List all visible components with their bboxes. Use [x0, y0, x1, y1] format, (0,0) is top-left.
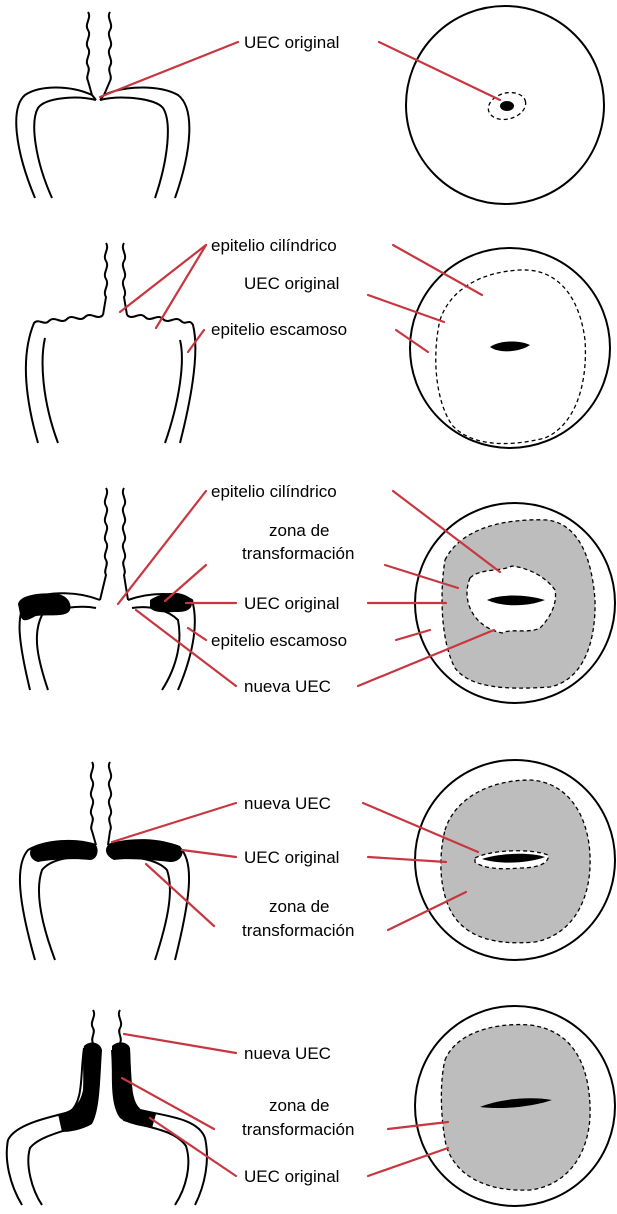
label-zona-de: zona de [269, 521, 330, 540]
panel-2: epitelio cilíndrico UEC original epiteli… [26, 236, 610, 448]
external-os [490, 341, 530, 351]
leader-line [112, 803, 236, 842]
label-transformacion: transformación [242, 544, 354, 563]
metaplastic-epithelium [106, 840, 182, 862]
label-uec-original: UEC original [244, 594, 339, 613]
leader-line [368, 295, 444, 322]
cervix-section-1 [16, 12, 189, 198]
cervix-face-4 [415, 760, 615, 960]
leader-line [118, 491, 206, 604]
leader-line [368, 1148, 448, 1176]
cervix-face-5 [415, 1006, 615, 1206]
leader-line [393, 245, 482, 295]
label-epitelio-cilindrico: epitelio cilíndrico [211, 482, 337, 501]
label-zona-de: zona de [269, 1096, 330, 1115]
cervix-face-1 [406, 6, 604, 204]
label-epitelio-escamoso: epitelio escamoso [211, 320, 347, 339]
cervix-section-3 [18, 488, 195, 690]
leader-line [156, 245, 206, 328]
leader-line [379, 42, 500, 100]
leader-line [146, 864, 214, 926]
label-zona-de: zona de [269, 897, 330, 916]
leader-line [182, 850, 236, 857]
leader-line [368, 857, 446, 862]
label-uec-original: UEC original [244, 33, 339, 52]
metaplastic-epithelium [18, 593, 71, 620]
panel-5: nueva UEC zona de transformación UEC ori… [7, 1006, 615, 1206]
leader-line [100, 42, 238, 97]
label-epitelio-escamoso: epitelio escamoso [211, 631, 347, 650]
label-transformacion: transformación [242, 1120, 354, 1139]
panel-1: UEC original [16, 6, 604, 204]
label-uec-original: UEC original [244, 848, 339, 867]
label-transformacion: transformación [242, 921, 354, 940]
panel-4: nueva UEC UEC original zona de transform… [20, 760, 615, 960]
leader-line [150, 1118, 236, 1176]
label-nueva-uec: nueva UEC [244, 677, 331, 696]
cervix-section-4 [20, 762, 189, 960]
leader-line [124, 1034, 236, 1053]
leader-line [188, 628, 206, 640]
label-uec-original: UEC original [244, 274, 339, 293]
panel-3: epitelio cilíndrico zona de transformaci… [18, 482, 615, 703]
cervix-face-2 [410, 248, 610, 448]
external-os [500, 101, 514, 111]
leader-line [120, 245, 206, 312]
label-nueva-uec: nueva UEC [244, 794, 331, 813]
label-epitelio-cilindrico: epitelio cilíndrico [211, 236, 337, 255]
label-nueva-uec: nueva UEC [244, 1044, 331, 1063]
label-uec-original: UEC original [244, 1167, 339, 1186]
leader-line [396, 630, 430, 640]
